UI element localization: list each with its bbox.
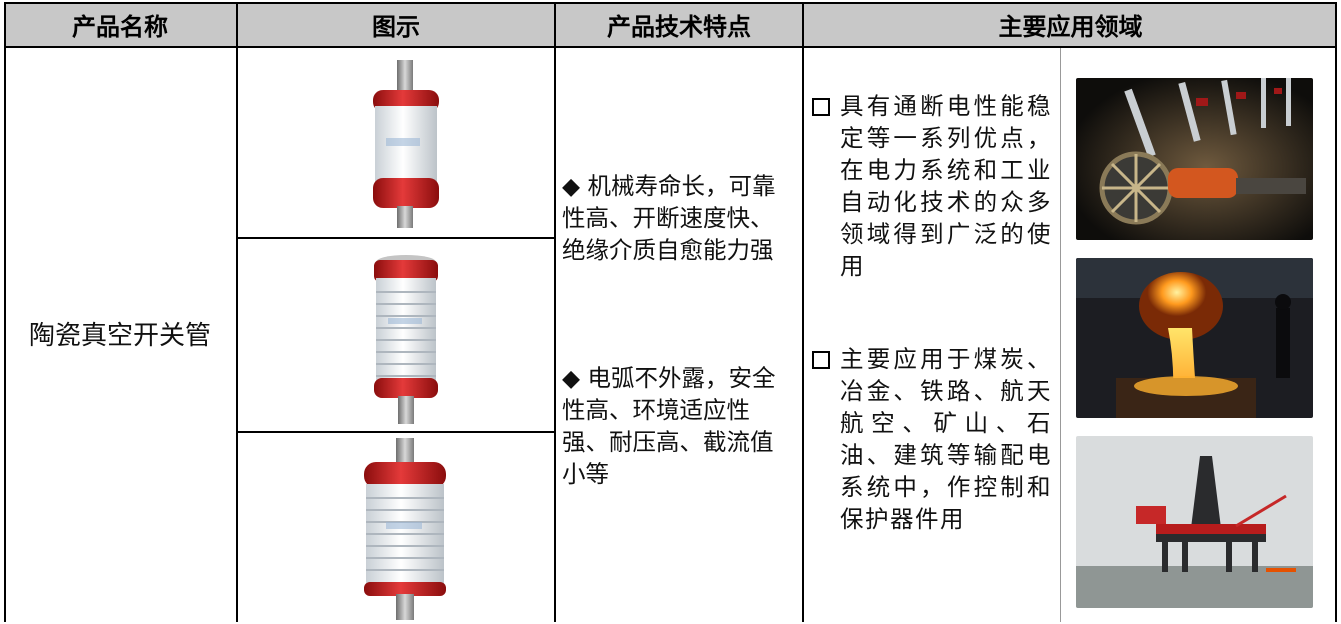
application-item-1-text: 具有通断电性能稳定等一系列优点，在电力系统和工业自动化技术的众多领域得到广泛的使… (840, 92, 1052, 280)
image-row-divider-2 (238, 431, 554, 433)
coal-mining-machine-photo (1076, 78, 1313, 240)
vacuum-interrupter-short-image (373, 60, 439, 228)
table-border-top (4, 2, 1337, 4)
table-border-right (1335, 2, 1337, 622)
product-table: 产品名称 图示 产品技术特点 主要应用领域 (4, 2, 1337, 622)
header-product-name: 产品名称 (4, 2, 236, 46)
vacuum-interrupter-medium-image (374, 255, 438, 424)
feature-item-1: ◆ 机械寿命长，可靠性高、开断速度快、绝缘介质自愈能力强 (562, 172, 776, 264)
column-divider-2 (554, 2, 556, 622)
feature-item-2: ◆ 电弧不外露，安全性高、环境适应性强、耐压高、截流值小等 (562, 364, 776, 488)
image-row-divider-1 (238, 237, 554, 239)
column-divider-3 (802, 2, 804, 622)
product-name-cell: 陶瓷真空开关管 (28, 320, 211, 351)
table-border-left (4, 2, 6, 622)
header-applications: 主要应用领域 (804, 2, 1337, 46)
header-features: 产品技术特点 (556, 2, 802, 46)
vacuum-interrupter-tall-image (364, 438, 446, 620)
application-item-2-text: 主要应用于煤炭、冶金、铁路、航天航空、矿山、石油、建筑等输配电系统中，作控制和保… (840, 345, 1052, 533)
application-item-1: 具有通断电性能稳定等一系列优点，在电力系统和工业自动化技术的众多领域得到广泛的使… (812, 90, 1052, 330)
offshore-oil-platform-photo (1076, 436, 1313, 608)
header-image: 图示 (238, 2, 554, 46)
header-divider (4, 46, 1337, 48)
checkbox-square-icon (812, 98, 830, 116)
column-divider-1 (236, 2, 238, 622)
applications-inner-divider (1060, 48, 1061, 622)
checkbox-square-icon (812, 351, 830, 369)
application-item-2: 主要应用于煤炭、冶金、铁路、航天航空、矿山、石油、建筑等输配电系统中，作控制和保… (812, 343, 1052, 613)
molten-metal-pouring-photo (1076, 258, 1313, 418)
